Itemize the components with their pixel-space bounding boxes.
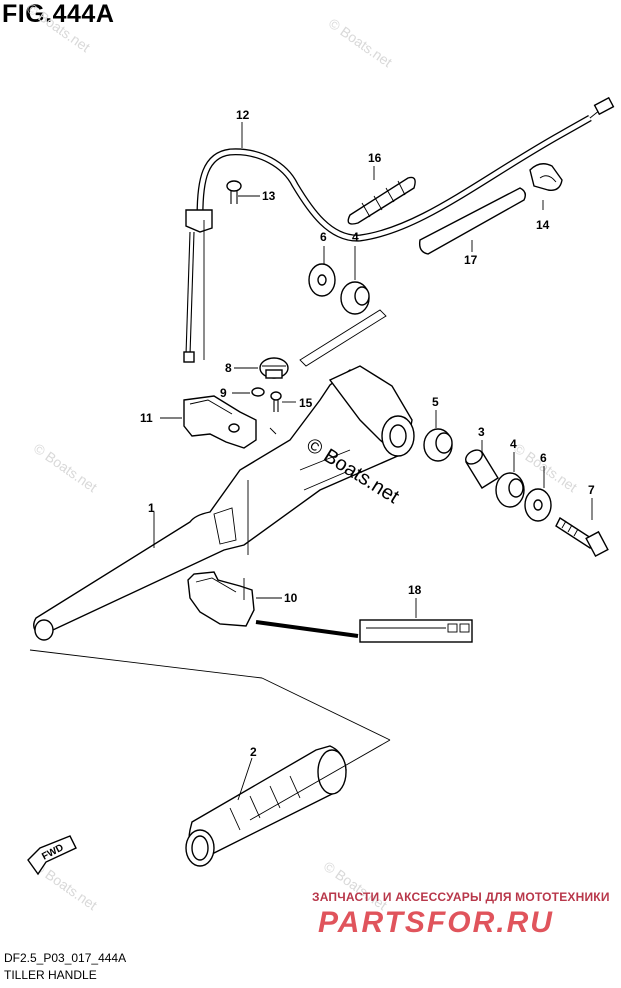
callout-10: 10 — [284, 591, 298, 605]
throttle-cable — [183, 96, 615, 363]
brand-logo: PARTSFOR.RU — [318, 906, 554, 939]
figure-title: FIG.444A — [2, 0, 115, 28]
bolt — [555, 516, 609, 558]
washer-lower — [524, 488, 552, 522]
callout-6-upper: 6 — [320, 230, 327, 244]
fwd-label: FWD — [40, 842, 65, 862]
callout-16: 16 — [368, 151, 382, 165]
lower-bracket — [187, 571, 255, 627]
upper-bracket — [183, 395, 257, 449]
throttle-grip — [185, 745, 347, 867]
tiller-arm — [33, 365, 415, 641]
callout-1: 1 — [148, 501, 155, 515]
callout-9: 9 — [220, 386, 227, 400]
callout-4-lower: 4 — [510, 437, 517, 451]
callout-15: 15 — [299, 396, 313, 410]
figure-code: DF2.5_P03_017_444A — [4, 951, 127, 965]
friction-knob — [259, 357, 289, 379]
washer-upper — [308, 263, 336, 297]
fwd-arrow-icon: FWD — [27, 835, 77, 876]
bushing — [465, 449, 499, 489]
callout-13: 13 — [262, 189, 276, 203]
promo-text: ЗАПЧАСТИ И АКСЕССУАРЫ ДЛЯ МОТОТЕХНИКИ — [312, 890, 610, 904]
leader-lines — [29, 122, 593, 821]
callout-3: 3 — [478, 425, 485, 439]
collar-5 — [423, 428, 453, 462]
nut — [251, 387, 265, 397]
collar-lower — [495, 472, 525, 508]
callout-4-upper: 4 — [352, 230, 359, 244]
callout-7: 7 — [588, 483, 595, 497]
cable-clamp — [529, 163, 563, 191]
callout-11: 11 — [140, 411, 153, 425]
figure-caption: TILLER HANDLE — [4, 968, 97, 982]
callout-2: 2 — [250, 745, 257, 759]
callout-18: 18 — [408, 583, 422, 597]
callout-12: 12 — [236, 108, 250, 122]
callout-6-lower: 6 — [540, 451, 547, 465]
screw — [226, 180, 242, 204]
callout-17: 17 — [464, 253, 478, 267]
callout-14: 14 — [536, 218, 550, 232]
screw-15 — [270, 391, 282, 412]
grommet — [347, 176, 416, 225]
decal-label — [255, 619, 473, 643]
callout-5: 5 — [432, 395, 439, 409]
callout-8: 8 — [225, 361, 232, 375]
collar-upper — [340, 281, 370, 315]
cable-tube — [418, 187, 527, 255]
